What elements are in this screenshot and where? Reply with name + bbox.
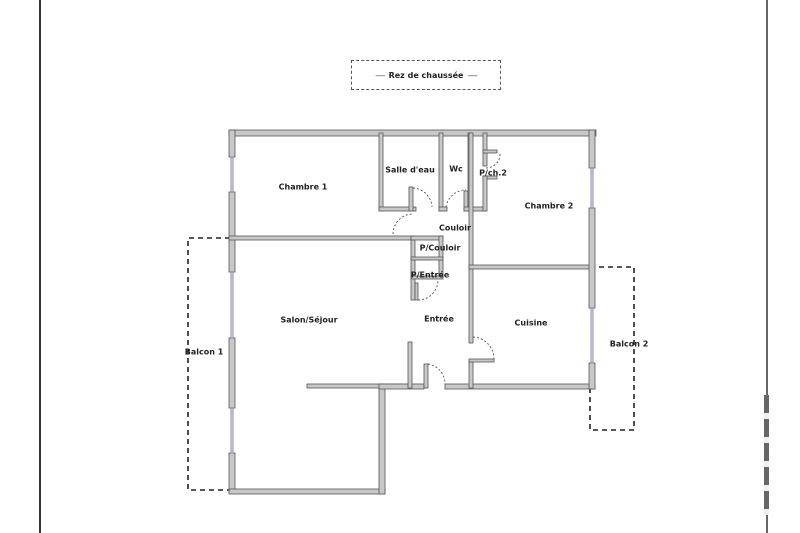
wall-bottom-salon <box>228 488 386 495</box>
door-swings <box>392 152 501 385</box>
window-chambre1 <box>230 156 234 193</box>
wall-cuisine-door <box>468 358 495 363</box>
wall-pentree-stub <box>414 282 419 301</box>
walls <box>228 129 597 495</box>
room-label-salon-sejour: Salon/Séjour <box>280 315 338 325</box>
wall-pcouloir-top <box>410 235 444 241</box>
wall-pch2-left2 <box>482 175 488 212</box>
wall-salon-right <box>378 385 386 495</box>
level-title-dash-left: ----- <box>375 70 385 80</box>
page-border-left <box>39 0 41 533</box>
wall-top <box>228 129 597 137</box>
room-label-salle-d-eau: Salle d'eau <box>385 165 435 175</box>
balcony-1-outline <box>187 237 230 491</box>
wall-sde-bottom <box>378 206 417 212</box>
door-arc-cuisine <box>472 336 495 360</box>
wall-pcouloir-box <box>410 237 416 301</box>
door-arc-salle-d-eau <box>412 187 433 208</box>
room-label-balcon-2: Balcon 2 <box>609 339 649 349</box>
door-arc-entree <box>427 363 446 385</box>
level-title-dash-right: ----- <box>467 70 477 80</box>
wall-sde-left <box>378 132 384 212</box>
wall-chambre2-cuisine <box>468 264 596 270</box>
door-arc-pentree <box>417 279 439 301</box>
wall-right-3 <box>588 362 596 390</box>
door-arc-chambre1 <box>392 213 414 235</box>
wall-left-1 <box>228 129 236 158</box>
wall-entree-stub-2 <box>423 363 429 389</box>
room-label-couloir: Couloir <box>439 223 471 233</box>
windows <box>230 156 594 454</box>
wall-left-5 <box>228 452 236 494</box>
window-cuisine <box>590 307 594 364</box>
wall-pcouloir-mid <box>410 256 444 261</box>
window-salon-1 <box>230 271 234 339</box>
room-label-balcon-1: Balcon 1 <box>184 347 224 357</box>
wall-entree-stub-1 <box>407 341 413 389</box>
wall-wc-bottom <box>438 206 448 212</box>
wall-left-3 <box>228 237 236 273</box>
wall-couloir-right-low <box>468 359 474 389</box>
wall-entree-bottom-r <box>444 383 596 390</box>
wall-right-1 <box>588 129 596 169</box>
window-chambre2 <box>590 167 594 209</box>
wall-pch2-left <box>482 132 488 167</box>
watermark-strip <box>764 395 769 515</box>
wall-couloir-right <box>468 132 474 344</box>
level-title-box: ----- Rez de chaussée ----- <box>351 60 501 90</box>
wall-pentree-bottom <box>410 275 444 280</box>
door-arc-pch2 <box>485 152 501 169</box>
wall-chambre1-salon <box>228 235 416 241</box>
wall-sde-right <box>408 186 414 212</box>
room-label-p-couloir: P/Couloir <box>419 243 461 253</box>
wall-left-4 <box>228 337 236 409</box>
window-salon-2 <box>230 407 234 454</box>
door-arc-wc <box>445 189 467 208</box>
wall-entree-bottom-l <box>378 383 425 390</box>
wall-sde-wc <box>438 132 444 212</box>
page-border-right <box>766 0 768 533</box>
room-label-p-entree: P/Entrée <box>410 270 450 280</box>
room-label-chambre-1: Chambre 1 <box>278 182 328 192</box>
balcony-2-outline <box>589 266 635 431</box>
wall-pch2-top <box>482 149 498 154</box>
room-label-wc: Wc <box>449 164 463 174</box>
room-label-chambre-2: Chambre 2 <box>524 201 574 211</box>
room-label-entree: Entrée <box>424 314 454 324</box>
balconies <box>187 237 635 491</box>
room-label-p-ch-2: P/ch.2 <box>479 168 507 178</box>
wall-left-2 <box>228 191 236 241</box>
wall-right-2 <box>588 207 596 309</box>
level-title-label: Rez de chaussée <box>388 70 464 80</box>
room-label-cuisine: Cuisine <box>514 318 548 328</box>
